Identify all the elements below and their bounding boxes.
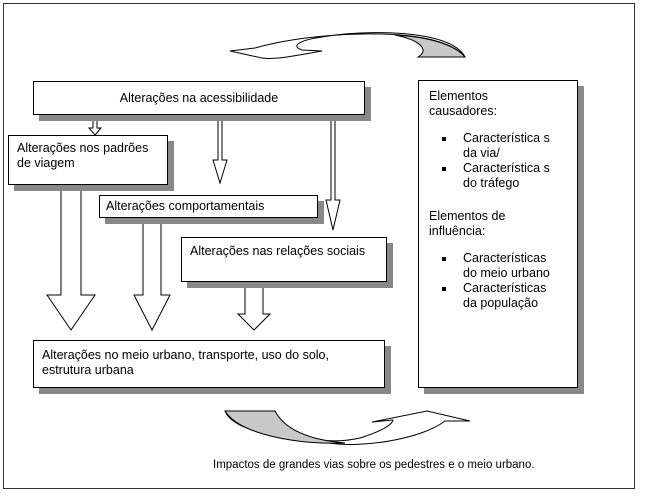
curved-arrow-top-shade: [394, 34, 467, 58]
heading-influencia: Elementos de influência:: [429, 209, 506, 238]
big-arrow-2: [133, 218, 171, 332]
list-influencia: Características do meio urbano Caracterí…: [429, 251, 567, 311]
diagram-frame: [3, 3, 635, 489]
box-acessibilidade: Alterações na acessibilidade: [33, 81, 365, 115]
curved-arrow-top: [229, 32, 466, 59]
heading-causadores: Elementos causadores:: [429, 89, 498, 118]
list-item: Característica s da via/: [429, 131, 553, 161]
box-label: Alterações na acessibilidade: [119, 91, 279, 105]
curved-arrow-bottom-shade: [224, 410, 346, 444]
big-arrow-3: [236, 282, 272, 331]
thin-arrow-3: [325, 115, 341, 231]
box-label: Alterações nas relações sociais: [190, 244, 366, 258]
box-padroes-viagem: Alterações nos padrões de viagem: [8, 135, 168, 185]
box-label: Alterações no meio urbano, transporte, u…: [42, 348, 329, 377]
side-panel: Elementos causadores: Característica s d…: [418, 80, 578, 388]
thin-arrow-1: [87, 115, 103, 136]
box-label: Alterações comportamentais: [106, 199, 265, 213]
thin-arrow-2: [212, 115, 228, 185]
box-label: Alterações nos padrões de viagem: [17, 141, 149, 170]
list-item: Características da população: [429, 281, 553, 311]
box-comportamentais: Alterações comportamentais: [99, 195, 318, 218]
box-meio-urbano: Alterações no meio urbano, transporte, u…: [33, 340, 385, 388]
big-arrow-1: [46, 185, 96, 331]
caption: Impactos de grandes vias sobre os pedest…: [213, 459, 535, 471]
box-relacoes-sociais: Alterações nas relações sociais: [181, 237, 387, 282]
list-item: Característica s do tráfego: [429, 161, 553, 191]
list-causadores: Característica s da via/ Característica …: [429, 131, 567, 191]
list-item: Características do meio urbano: [429, 251, 553, 281]
